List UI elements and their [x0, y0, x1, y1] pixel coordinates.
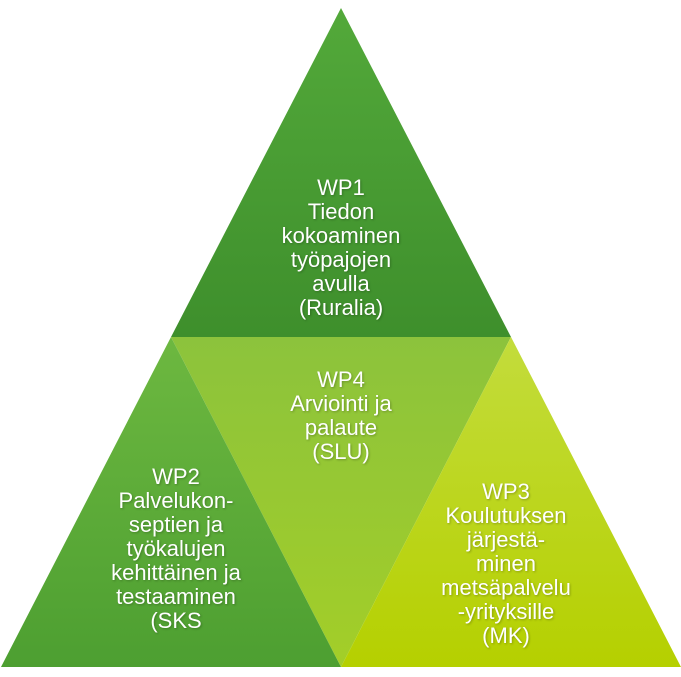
wp3-line: järjestä- — [466, 527, 546, 552]
wp3-label: WP3 Koulutuksen järjestä- minen metsäpal… — [416, 480, 596, 648]
wp4-line: palaute — [304, 415, 378, 440]
wp4-line: (SLU) — [312, 439, 370, 464]
wp2-label: WP2 Palvelukon- septien ja työkalujen ke… — [86, 465, 266, 633]
wp2-line: septien ja — [128, 512, 224, 537]
wp3-line: -yrityksille — [457, 599, 555, 624]
wp1-triangle — [171, 8, 511, 337]
wp4-triangle — [171, 337, 511, 667]
wp3-triangle — [341, 337, 681, 667]
wp2-line: WP2 — [152, 464, 200, 489]
wp1-label: WP1 Tiedon kokoaminen työpajojen avulla … — [241, 176, 441, 320]
wp3-line: WP3 — [482, 479, 530, 504]
wp1-line: Tiedon — [307, 199, 375, 224]
wp2-line: Palvelukon- — [118, 488, 234, 513]
wp1-line: kokoaminen — [281, 223, 401, 248]
wp3-line: metsäpalvelu — [441, 575, 571, 600]
wp4-line: Arviointi ja — [290, 391, 392, 416]
wp3-line: minen — [476, 551, 536, 576]
wp4-label: WP4 Arviointi ja palaute (SLU) — [241, 368, 441, 464]
wp2-line: testaaminen — [116, 584, 236, 609]
wp2-triangle — [1, 337, 341, 667]
wp1-line: avulla — [312, 271, 370, 296]
wp2-line: (SKS — [150, 608, 202, 633]
wp4-line: WP4 — [317, 367, 365, 392]
wp1-line: WP1 — [317, 175, 365, 200]
wp1-line: (Ruralia) — [298, 295, 384, 320]
wp3-line: Koulutuksen — [445, 503, 567, 528]
wp2-line: kehittäinen ja — [111, 560, 241, 585]
wp3-line: (MK) — [482, 623, 530, 648]
wp2-line: työkalujen — [126, 536, 226, 561]
wp1-line: työpajojen — [290, 247, 392, 272]
